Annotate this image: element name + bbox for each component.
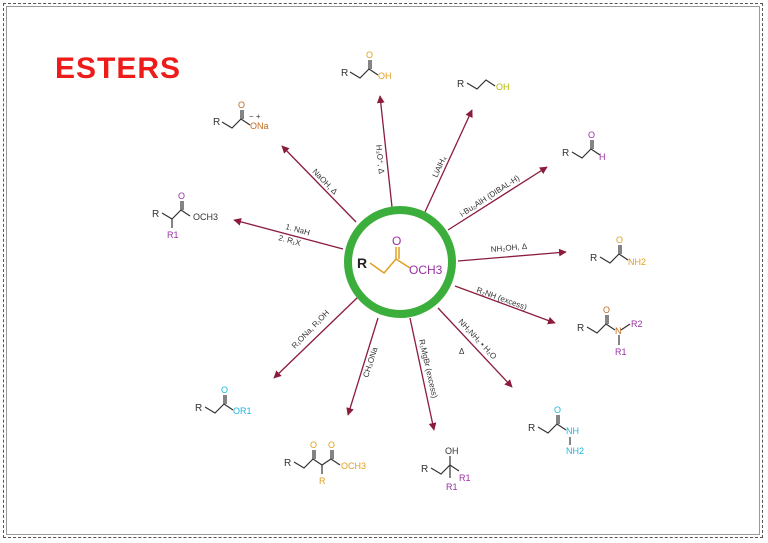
dibal-r: R (562, 148, 569, 159)
center-carbonyl-o: O (392, 234, 401, 248)
lialh4-oh: OH (496, 82, 510, 92)
reagent-hydrolysis: H₃O⁺, Δ (374, 144, 386, 175)
center-och3-label: OCH3 (409, 263, 443, 277)
inner-border (6, 6, 760, 535)
claisen-o1: O (310, 440, 317, 450)
nh2oh-nh2: NH2 (628, 257, 646, 267)
grignard-oh: OH (445, 446, 459, 456)
reaction-arrows (233, 95, 567, 431)
arrow-hydrolysis (376, 95, 393, 208)
alkylation-o: O (178, 191, 185, 201)
naoh-o: O (238, 100, 245, 110)
arrow-grignard (409, 317, 437, 431)
naoh-charges: − + (249, 112, 261, 121)
reagent-dibal: i-Bu₂AlH (DIBAL-H) (458, 173, 521, 218)
dibal-h: H (599, 152, 606, 162)
hydrolysis-oh: OH (378, 71, 392, 81)
hydrazine-r: R (528, 423, 535, 434)
r2nh-n: N (615, 326, 622, 336)
alkylation-r1: R1 (167, 230, 179, 240)
center-ring (344, 206, 456, 318)
product-aldehyde: R O H (562, 130, 606, 162)
claisen-r-sub: R (319, 476, 326, 486)
arrow-claisen (346, 317, 379, 416)
product-alcohol: R OH (457, 79, 510, 92)
transester-or1: OR1 (233, 406, 252, 416)
hydrazine-o: O (554, 405, 561, 415)
product-beta-keto-ester: R O O OCH3 R (284, 440, 366, 486)
arrow-naoh (281, 145, 357, 223)
nh2oh-o: O (616, 235, 623, 245)
reagent-hydrazine-2: Δ (459, 347, 465, 356)
naoh-ona: ONa (250, 121, 269, 131)
product-substituted-amide: R O N R2 R1 (577, 305, 643, 357)
hydrolysis-r: R (341, 68, 348, 79)
transester-r: R (195, 403, 202, 414)
arrow-alkylation (233, 218, 344, 250)
grignard-r1a: R1 (459, 473, 471, 483)
arrow-hydrazine (437, 307, 513, 388)
nh2oh-r: R (590, 253, 597, 264)
r2nh-r: R (577, 323, 584, 334)
arrow-r2nh (454, 285, 556, 325)
arrow-transester (273, 296, 359, 379)
arrow-dibal (447, 166, 548, 231)
alkylation-r: R (152, 209, 159, 220)
page-title: ESTERS (55, 52, 182, 85)
hydrazine-nh2: NH2 (566, 446, 584, 456)
claisen-o2: O (328, 440, 335, 450)
grignard-r: R (421, 464, 428, 475)
arrow-lialh4 (424, 109, 473, 213)
product-tertiary-alcohol: R OH R1 R1 (421, 446, 471, 492)
grignard-r1b: R1 (446, 482, 458, 492)
reagent-alkylation-2: 2. R₁X (277, 233, 302, 248)
center-r-label: R (357, 255, 367, 271)
claisen-r: R (284, 458, 291, 469)
dibal-o: O (588, 130, 595, 140)
naoh-r: R (213, 117, 220, 128)
hydrolysis-o: O (366, 50, 373, 60)
center-ester: R O OCH3 (357, 234, 443, 277)
product-transester: R O OR1 (195, 385, 252, 416)
hydrazine-nh: NH (566, 426, 579, 436)
arrow-nh2oh (457, 248, 567, 262)
r2nh-r1: R1 (615, 347, 627, 357)
reagent-nh2oh: NH₂OH, Δ (490, 242, 528, 254)
r2nh-o: O (603, 305, 610, 315)
reagent-r2nh: R₂NH (excess) (475, 285, 528, 312)
r2nh-r2: R2 (631, 319, 643, 329)
product-amide: R O NH2 (590, 235, 646, 267)
outer-dashed-border (3, 3, 763, 538)
alkylation-och3: OCH3 (193, 212, 218, 222)
lialh4-r: R (457, 79, 464, 90)
reagent-labels: NaOH, Δ H₃O⁺, Δ LiAlH₄ i-Bu₂AlH (DIBAL-H… (277, 144, 528, 399)
product-carboxylate: R O ONa − + (213, 100, 269, 131)
product-hydrazide: R O NH NH2 (528, 405, 584, 456)
reagent-naoh: NaOH, Δ (311, 167, 340, 197)
product-alkylated-ester: R O OCH3 R1 (152, 191, 218, 240)
product-carboxylic-acid: R O OH (341, 50, 392, 81)
claisen-och3: OCH3 (341, 461, 366, 471)
transester-o: O (221, 385, 228, 395)
